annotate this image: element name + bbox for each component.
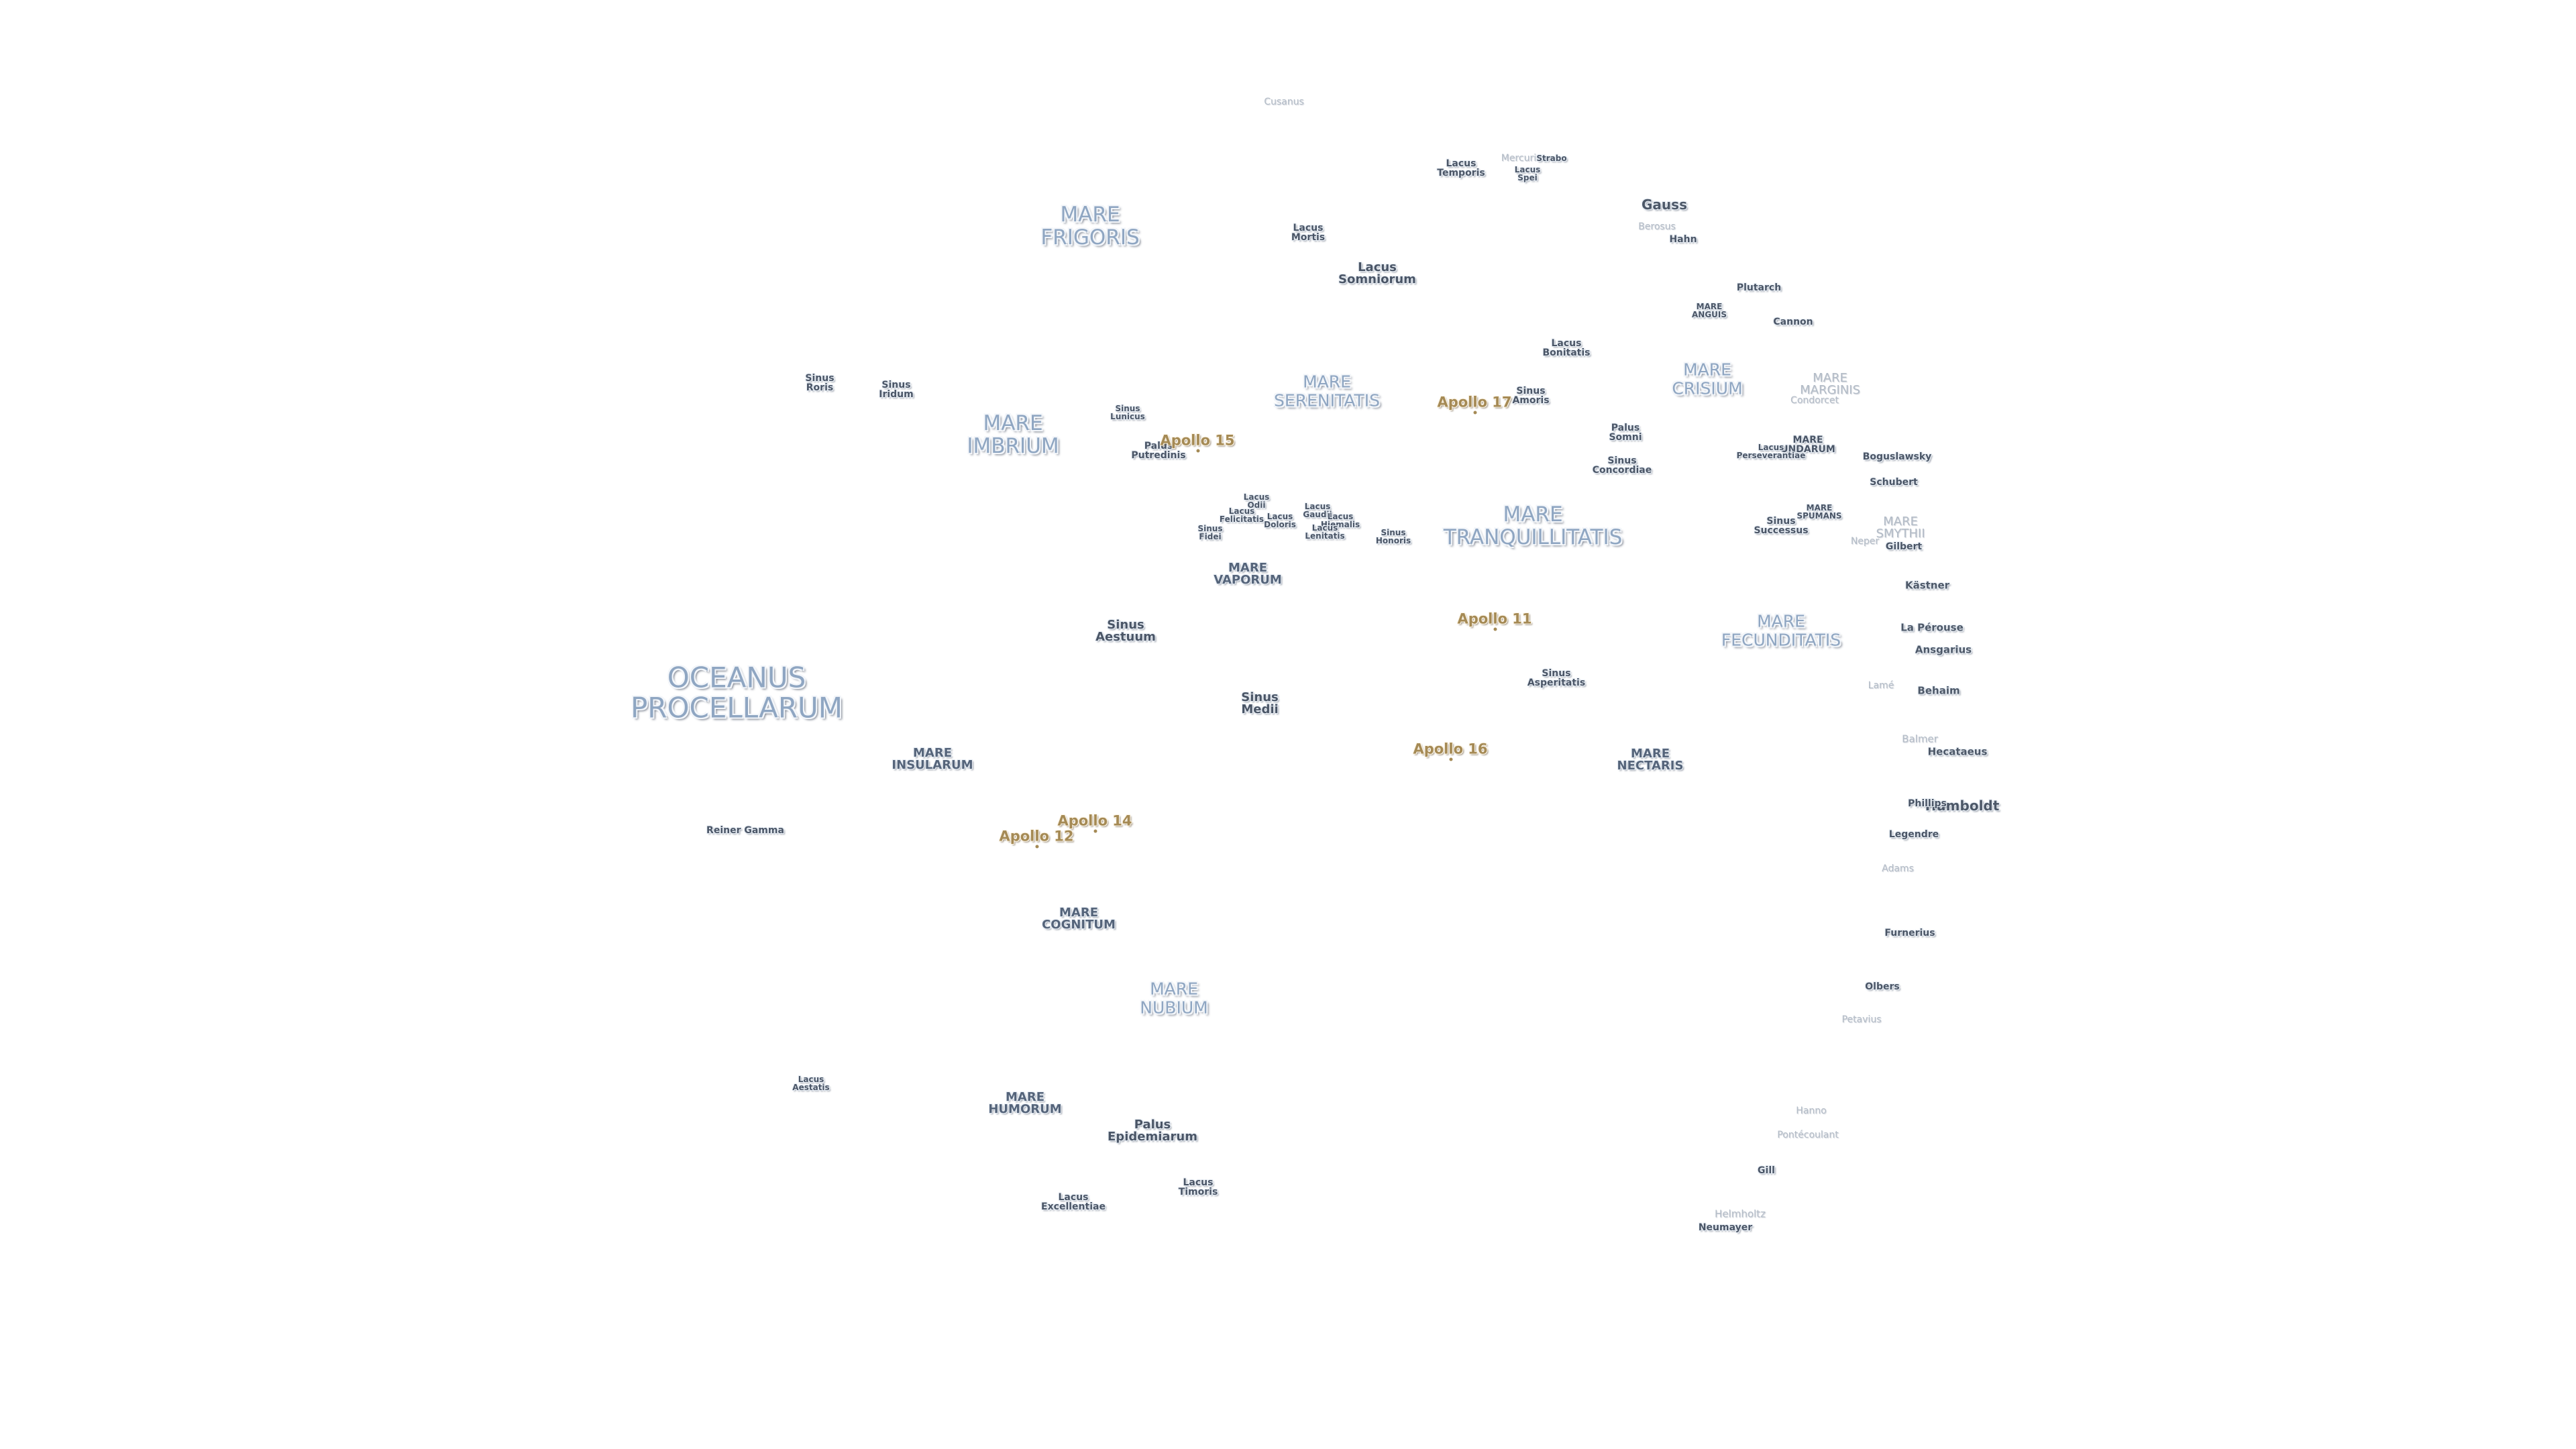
label-crater-furnerius: Furnerius bbox=[1884, 928, 1935, 938]
label-lacus-somniorum: Lacus Somniorum bbox=[1338, 260, 1416, 286]
label-mare-cognitum: MARE COGNITUM bbox=[1042, 906, 1116, 932]
label-sinus-roris: Sinus Roris bbox=[805, 373, 835, 393]
label-crater-hahn: Hahn bbox=[1669, 234, 1697, 245]
label-lacus-temporis: Lacus Temporis bbox=[1437, 158, 1485, 178]
label-crater-cannon: Cannon bbox=[1773, 317, 1813, 327]
label-crater-hecataeus: Hecataeus bbox=[1927, 745, 1988, 758]
label-crater-phillips: Phillips bbox=[1908, 798, 1947, 809]
label-lacus-excellentiae: Lacus Excellentiae bbox=[1041, 1192, 1106, 1212]
label-crater-la-perouse: La Pérouse bbox=[1900, 621, 1964, 634]
label-mare-insularum: MARE INSULARUM bbox=[892, 746, 973, 772]
label-reiner-gamma: Reiner Gamma bbox=[706, 825, 784, 836]
label-crater-balmer: Balmer bbox=[1902, 733, 1938, 745]
label-apollo-17[interactable]: Apollo 17 bbox=[1437, 394, 1512, 415]
label-lacus-aestatis: Lacus Aestatis bbox=[792, 1075, 830, 1092]
label-crater-neumayer: Neumayer bbox=[1698, 1222, 1753, 1233]
label-lacus-lenitatis: Lacus Lenitatis bbox=[1305, 523, 1345, 541]
label-oceanus-procellarum: OCEANUS PROCELLARUM bbox=[630, 661, 843, 724]
label-sinus-amoris: Sinus Amoris bbox=[1512, 386, 1550, 406]
label-crater-pontecoulant: Pontécoulant bbox=[1777, 1130, 1839, 1140]
label-lacus-timoris: Lacus Timoris bbox=[1178, 1177, 1218, 1197]
label-crater-lame: Lamé bbox=[1868, 680, 1894, 691]
label-crater-olbers: Olbers bbox=[1865, 981, 1900, 992]
label-mare-undarum: MARE UNDARUM bbox=[1780, 435, 1835, 455]
label-sinus-successus: Sinus Successus bbox=[1754, 516, 1809, 536]
label-apollo-11[interactable]: Apollo 11 bbox=[1457, 610, 1532, 631]
label-lacus-doloris: Lacus Doloris bbox=[1264, 512, 1296, 529]
label-crater-kastner: Kästner bbox=[1904, 579, 1950, 592]
label-palus-epidemiarum: Palus Epidemiarum bbox=[1108, 1118, 1197, 1144]
label-mare-frigoris: MARE FRIGORIS bbox=[1040, 202, 1140, 250]
label-mare-spumans: MARE SPUMANS bbox=[1796, 503, 1842, 521]
label-crater-schubert: Schubert bbox=[1870, 477, 1918, 488]
label-crater-plutarch: Plutarch bbox=[1736, 282, 1782, 293]
label-sinus-medii: Sinus Medii bbox=[1241, 690, 1279, 716]
label-crater-legendre: Legendre bbox=[1888, 829, 1939, 840]
label-crater-gauss: Gauss bbox=[1642, 197, 1687, 213]
label-crater-helmholtz: Helmholtz bbox=[1715, 1208, 1766, 1220]
label-mare-crisium: MARE CRISIUM bbox=[1672, 360, 1743, 398]
label-crater-gilbert: Gilbert bbox=[1885, 541, 1923, 552]
label-lacus-bonitatis: Lacus Bonitatis bbox=[1542, 338, 1591, 358]
label-sinus-fidei: Sinus Fidei bbox=[1197, 524, 1223, 541]
label-mare-fecunditatis: MARE FECUNDITATIS bbox=[1721, 611, 1841, 649]
label-crater-petavius: Petavius bbox=[1841, 1014, 1882, 1025]
label-crater-behaim: Behaim bbox=[1917, 684, 1960, 697]
label-mare-nectaris: MARE NECTARIS bbox=[1617, 747, 1684, 773]
label-crater-mercurius: Mercurius bbox=[1501, 153, 1548, 164]
label-lacus-hiemalis: Lacus Hiemalis bbox=[1320, 512, 1360, 529]
label-crater-neper: Neper bbox=[1850, 536, 1880, 547]
label-palus-putredinis: Palus Putredinis bbox=[1131, 441, 1186, 461]
label-mare-marginis: MARE MARGINIS bbox=[1800, 371, 1860, 397]
label-mare-vaporum: MARE VAPORUM bbox=[1214, 561, 1282, 587]
label-lacus-mortis: Lacus Mortis bbox=[1291, 223, 1326, 243]
label-crater-cusanus: Cusanus bbox=[1264, 97, 1304, 107]
label-sinus-asperitatis: Sinus Asperitatis bbox=[1527, 668, 1586, 688]
label-crater-humboldt: Humboldt bbox=[1925, 798, 2000, 814]
label-apollo-15[interactable]: Apollo 15 bbox=[1160, 432, 1235, 453]
label-apollo-12[interactable]: Apollo 12 bbox=[999, 828, 1074, 849]
label-apollo-14[interactable]: Apollo 14 bbox=[1057, 812, 1132, 833]
label-lacus-spei: Lacus Spei bbox=[1514, 165, 1541, 182]
label-crater-ansgarius: Ansgarius bbox=[1915, 643, 1972, 656]
label-mare-smythii: MARE SMYTHII bbox=[1876, 515, 1925, 541]
label-sinus-aestuum: Sinus Aestuum bbox=[1095, 618, 1156, 644]
label-mare-imbrium: MARE IMBRIUM bbox=[967, 411, 1059, 458]
label-lacus-felicitatis: Lacus Felicitatis bbox=[1219, 506, 1265, 524]
label-sinus-lunicus: Sinus Lunicus bbox=[1110, 404, 1145, 421]
label-mare-nubium: MARE NUBIUM bbox=[1140, 979, 1208, 1017]
label-lacus-odii: Lacus Odii bbox=[1243, 492, 1270, 510]
label-mare-anguis: MARE ANGUIS bbox=[1691, 302, 1727, 319]
label-lacus-gaudii: Lacus Gaudii bbox=[1303, 502, 1332, 519]
label-crater-hanno: Hanno bbox=[1796, 1106, 1827, 1116]
label-crater-condorcet: Condorcet bbox=[1790, 395, 1839, 406]
label-sinus-concordiae: Sinus Concordiae bbox=[1592, 455, 1652, 476]
label-apollo-16[interactable]: Apollo 16 bbox=[1413, 741, 1488, 761]
label-crater-strabo: Strabo bbox=[1536, 154, 1567, 163]
label-mare-serenitatis: MARE SERENITATIS bbox=[1274, 372, 1380, 410]
label-sinus-iridum: Sinus Iridum bbox=[879, 380, 914, 400]
label-palus-somni: Palus Somni bbox=[1609, 423, 1642, 443]
label-mare-tranquillitatis: MARE TRANQUILLITATIS bbox=[1443, 502, 1623, 549]
label-mare-humorum: MARE HUMORUM bbox=[988, 1090, 1062, 1116]
label-crater-boguslawsky: Boguslawsky bbox=[1862, 451, 1932, 462]
label-sinus-honoris: Sinus Honoris bbox=[1375, 528, 1411, 545]
label-lacus-perseverantiae: Lacus Perseverantiae bbox=[1736, 443, 1806, 460]
label-crater-gill: Gill bbox=[1758, 1165, 1775, 1176]
label-crater-berosus: Berosus bbox=[1638, 221, 1676, 232]
label-crater-adams: Adams bbox=[1882, 863, 1914, 874]
